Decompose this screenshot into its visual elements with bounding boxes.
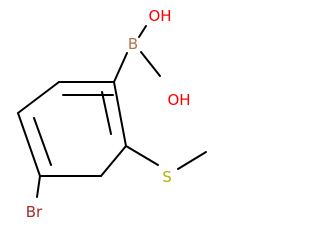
- ring-double-bond-inner-left: [33, 117, 52, 166]
- hydroxyl-top-label: OH: [148, 7, 171, 25]
- bond-boron-oh-right: [140, 51, 161, 77]
- ring-bond-c5-c6: [100, 145, 127, 177]
- ring-bond-c6-c1: [113, 81, 127, 147]
- bromine-atom-label: Br: [26, 203, 43, 221]
- ring-bond-c3-c4: [17, 112, 41, 177]
- bond-ring-bromine: [36, 175, 41, 198]
- hydroxyl-right-label: OH: [167, 91, 190, 109]
- bond-boron-oh-top: [138, 25, 147, 38]
- ring-double-bond-inner-right: [101, 91, 112, 135]
- sulfur-atom-label: S: [162, 168, 172, 186]
- structure-diagram: B OH OH S Br: [17, 7, 207, 221]
- bond-ring-boron: [113, 52, 128, 83]
- bonds: [17, 25, 207, 198]
- bond-ring-sulfur: [125, 145, 159, 166]
- bond-sulfur-methyl: [177, 151, 207, 170]
- ring-bond-c2-c3: [17, 81, 60, 114]
- boron-atom-label: B: [128, 35, 138, 53]
